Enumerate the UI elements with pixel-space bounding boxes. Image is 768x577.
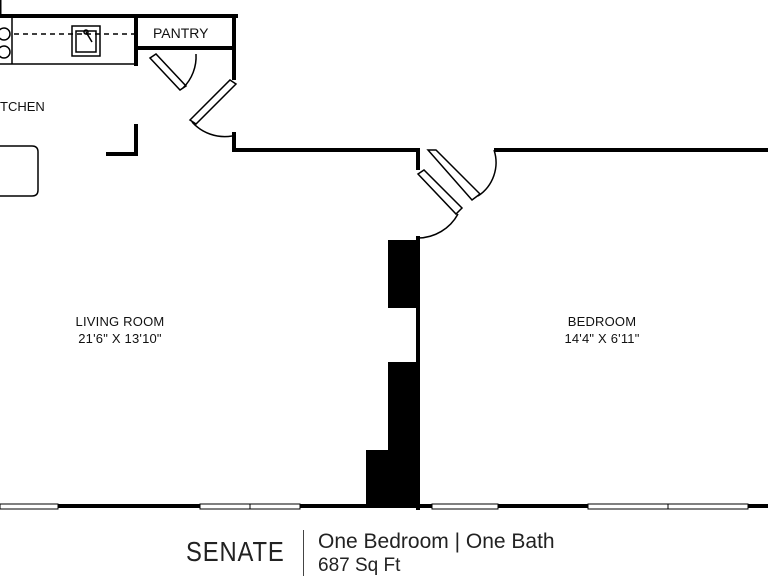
stove-burner [0, 27, 11, 41]
bedroom-dimensions: 14'4" X 6'11" [564, 331, 640, 346]
bedroom-door [416, 149, 497, 239]
footer-divider [303, 530, 304, 576]
bedroom-name: BEDROOM [567, 314, 637, 329]
bedroom-label: BEDROOM 14'4" X 6'11" [532, 313, 672, 347]
kitchen-label: TCHEN [0, 99, 45, 114]
pantry-door [148, 53, 197, 91]
kitchen-counter [0, 16, 136, 65]
living-room-name: LIVING ROOM [75, 314, 165, 329]
pantry-label: PANTRY [153, 25, 209, 41]
kitchen-island [0, 145, 39, 197]
sink [71, 25, 101, 57]
windows [0, 503, 749, 510]
stove-burner [0, 45, 11, 59]
kitchen-door [188, 79, 238, 138]
unit-area: 687 Sq Ft [318, 555, 401, 576]
walls [0, 14, 768, 510]
wall-blocks [366, 240, 416, 508]
unit-summary: One Bedroom | One Bath [318, 530, 555, 553]
living-room-dimensions: 21'6" X 13'10" [78, 331, 162, 346]
plan-name: SENATE [186, 536, 285, 567]
living-room-label: LIVING ROOM 21'6" X 13'10" [50, 313, 190, 347]
